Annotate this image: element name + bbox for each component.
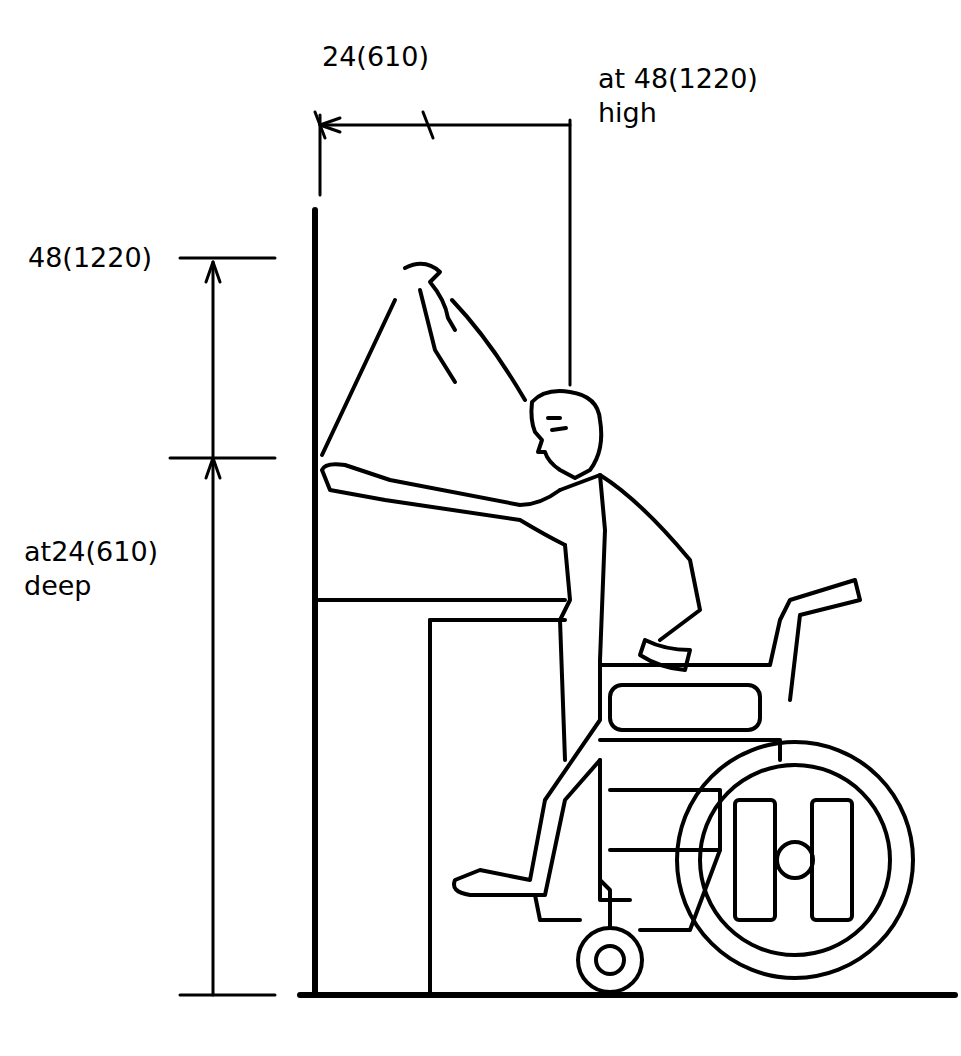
counter — [315, 600, 565, 995]
floor — [300, 992, 955, 998]
dimension-note: at 48(1220) high — [598, 62, 803, 130]
person — [322, 391, 700, 895]
wheelchair — [535, 580, 913, 992]
wall — [312, 210, 318, 995]
dimension-note: at24(610) deep — [24, 535, 196, 603]
dimension-label: 48(1220) — [28, 241, 178, 275]
dimension-lines — [170, 112, 570, 995]
reach-arc — [322, 264, 525, 455]
dimension-label: 24(610) — [322, 40, 492, 74]
